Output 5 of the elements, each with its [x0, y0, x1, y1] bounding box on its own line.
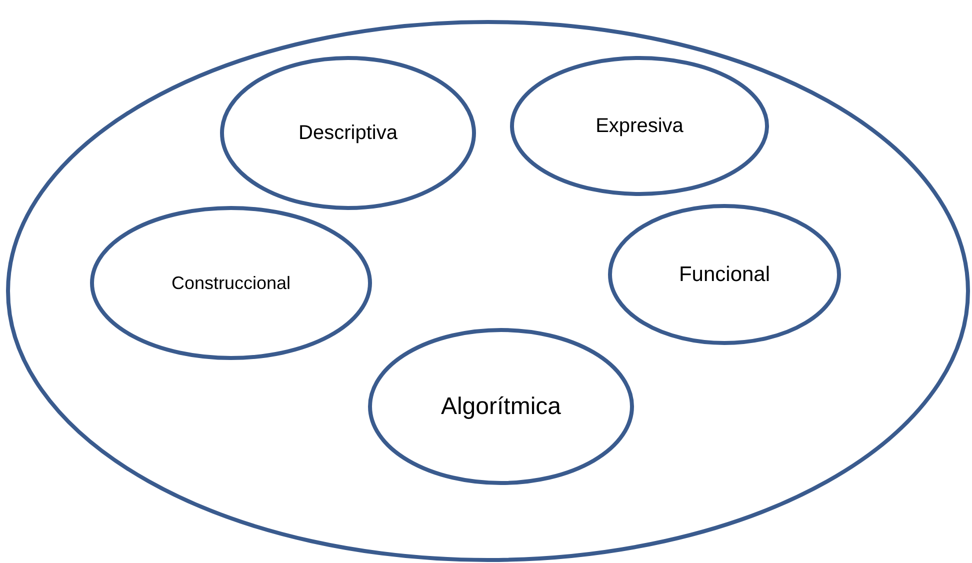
category-label: Algorítmica	[440, 392, 562, 420]
category-label: Construccional	[171, 272, 291, 294]
category-label: Descriptiva	[298, 122, 398, 144]
category-label: Expresiva	[596, 114, 684, 138]
category-label: Funcional	[678, 262, 770, 286]
